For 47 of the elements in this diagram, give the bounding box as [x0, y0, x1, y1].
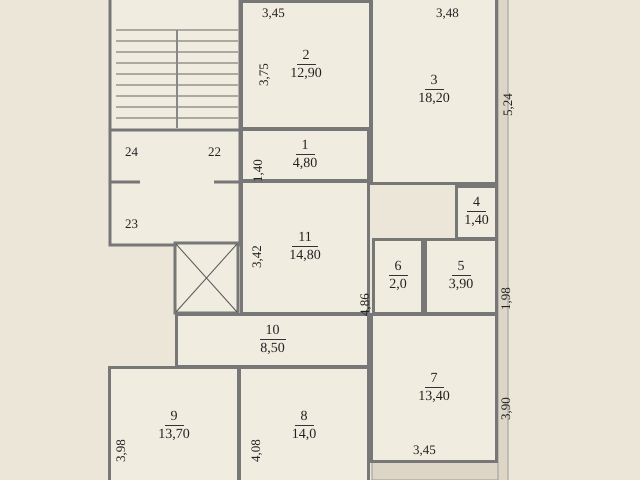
room-number: 6 [388, 259, 408, 276]
room-number: 11 [292, 230, 318, 247]
room-area: 8,50 [260, 340, 285, 358]
room-area: 14,0 [292, 426, 316, 444]
room-area: 13,70 [158, 426, 190, 444]
dimension-label: 3,48 [436, 6, 459, 20]
dimension-label: 3,98 [114, 439, 128, 462]
dimension-label: 3,45 [413, 443, 436, 457]
room-outline [372, 238, 424, 315]
room-outline [108, 366, 240, 480]
room-area: 14,80 [289, 247, 321, 265]
room-outline [240, 128, 370, 182]
room-outline [240, 0, 372, 130]
dimension-label: 4,08 [249, 439, 263, 462]
dimension-label: 3,42 [250, 245, 264, 268]
dimension-label: 5,24 [501, 93, 515, 116]
room-outline [424, 238, 498, 315]
room-area: 3,90 [448, 276, 474, 294]
dimension-label: 3,75 [257, 63, 271, 86]
room-number: 2 [296, 48, 316, 64]
room-number: 4 [467, 195, 486, 212]
room-area: 12,90 [290, 64, 322, 82]
dimension-label: 4,86 [358, 293, 372, 316]
room-number: 3 [424, 72, 444, 90]
dimension-label: 1,40 [251, 159, 265, 182]
room-number: 22 [208, 145, 221, 159]
room-outline [240, 180, 370, 315]
room-outline [238, 366, 370, 480]
room-outline [370, 313, 498, 463]
room-area: 2,0 [389, 276, 407, 294]
room-number: 5 [452, 259, 470, 276]
room-number: 1 [296, 138, 314, 154]
room-number: 7 [424, 370, 444, 388]
dimension-label: 3,45 [262, 6, 285, 20]
room-outline [370, 0, 498, 185]
room-area: 4,80 [292, 154, 318, 172]
room-area: 18,20 [418, 90, 450, 108]
room-number: 8 [294, 408, 314, 426]
room-number: 10 [260, 323, 286, 340]
dimension-label: 3,90 [499, 397, 513, 420]
room-number: 24 [125, 145, 138, 159]
room-number: 9 [164, 408, 184, 426]
room-number: 23 [125, 217, 138, 231]
room-area: 13,40 [418, 388, 450, 406]
room-outline [455, 185, 498, 240]
room-area: 1,40 [464, 212, 489, 230]
dimension-label: 1,98 [499, 287, 513, 310]
